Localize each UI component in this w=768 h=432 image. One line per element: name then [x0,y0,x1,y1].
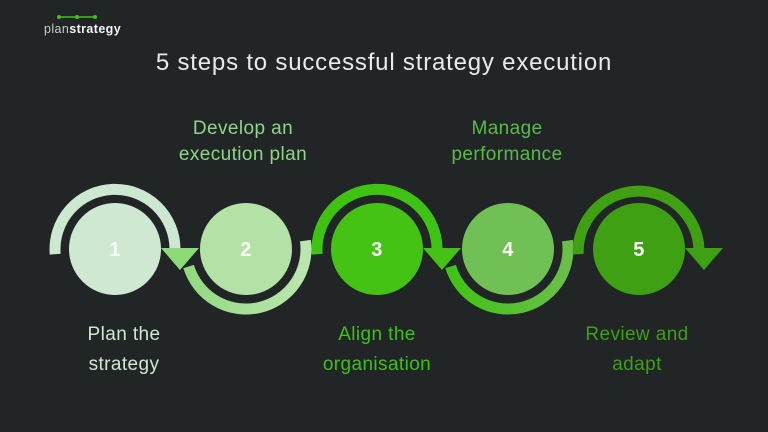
step-5-number: 5 [633,239,645,261]
step-1-label-line-1: Plan the [87,324,161,345]
step-3-number: 3 [371,239,383,261]
flow-arc-under-step-4 [445,239,574,315]
step-2-label: Develop an execution plan [179,116,307,168]
arrow-down-icon-2 [423,248,461,270]
step-5-label-line-1: Review and [585,324,689,345]
step-2-number: 2 [240,239,252,261]
arrow-down-icon-1 [161,248,199,270]
flow-arc-under-step-2 [183,239,312,315]
step-4-label-line-1: Manage [471,118,543,139]
step-1-label-line-2: strategy [88,354,160,375]
step-5-label-line-2: adapt [612,354,662,375]
step-5-label: Review and adapt [585,320,688,380]
step-3-label-line-2: organisation [322,354,432,375]
step-2-circle [200,203,292,295]
step-1-label: Plan the strategy [88,320,161,380]
step-1-number: 1 [109,239,121,261]
step-1-circle [69,203,161,295]
step-3-circle [331,203,423,295]
step-2-label-line-1: Develop an [192,118,294,139]
step-5-circle [593,203,685,295]
brand-name-prefix: plan [44,22,70,36]
step-4-label: Manage performance [451,116,562,168]
arrow-down-icon-3 [685,248,723,270]
brand-logo: planstrategy [44,13,121,36]
step-4-circle [462,203,554,295]
page-title: 5 steps to successful strategy execution [155,49,613,76]
flow-arc-over-step-3 [311,183,443,255]
step-4-label-line-2: performance [451,144,563,165]
step-2-label-line-2: execution plan [178,144,308,165]
step-3-label: Align the organisation [323,320,431,380]
step-4-number: 4 [502,239,514,261]
flow-arc-over-step-1 [49,183,181,255]
flow-arc-over-step-5 [572,185,705,255]
brand-name: planstrategy [44,22,121,36]
brand-name-suffix: strategy [69,22,122,36]
logo-accent-line-icon [57,15,97,19]
step-3-label-line-1: Align the [338,324,416,345]
